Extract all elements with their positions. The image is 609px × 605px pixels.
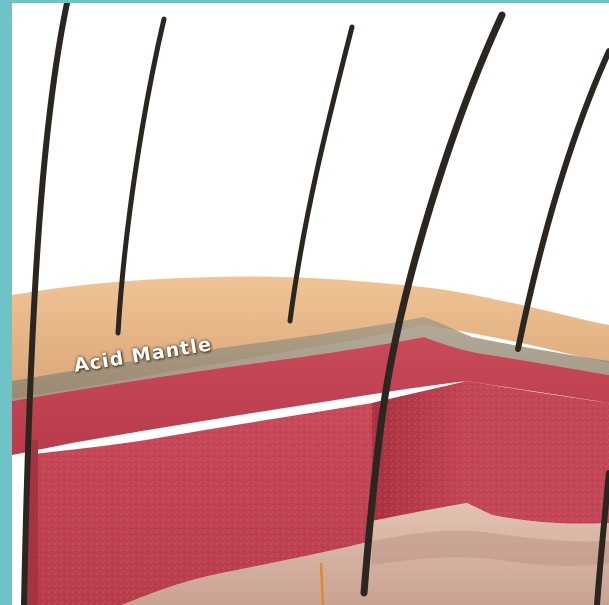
skin-cross-section-illustration: Acid Mantle: [12, 3, 609, 605]
epidermis-right-texture: [467, 381, 609, 524]
skin-diagram-svg: [12, 3, 609, 605]
hair-5: [518, 51, 609, 349]
hair-3: [290, 27, 352, 321]
